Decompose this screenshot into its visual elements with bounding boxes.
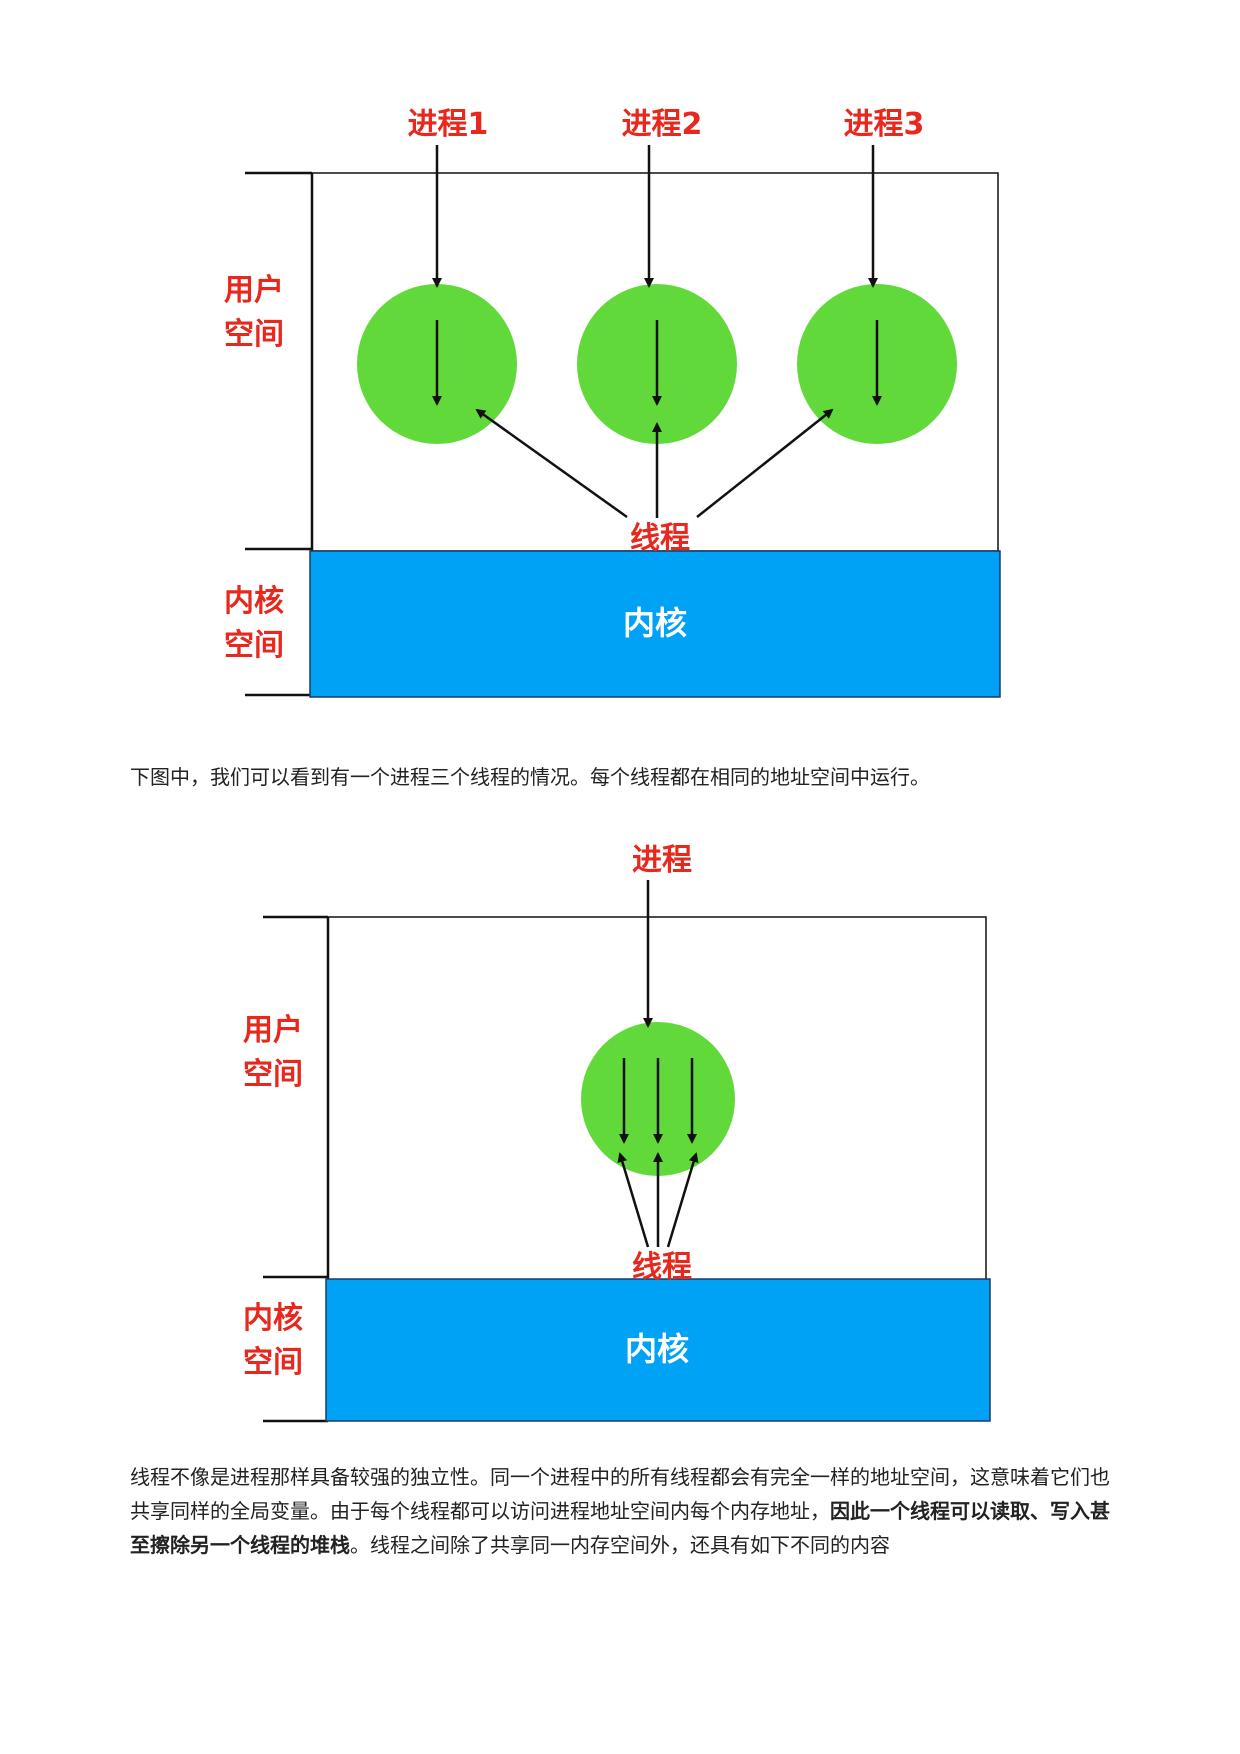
multi-process-diagram: 内核 用户 空间 内核 空间 进程1 进程2 进程3 线程: [0, 0, 1240, 720]
multi-process-diagram-svg: 内核 用户 空间 内核 空间 进程1 进程2 进程3 线程: [224, 107, 1001, 698]
process-label: 进程: [632, 843, 692, 878]
kernel-box: [325, 1278, 991, 1422]
thread-pointer-right: [696, 408, 834, 518]
kernel-box: [309, 550, 1001, 698]
kernel-space-label-line1: 内核: [224, 584, 284, 619]
paragraph-2-text-end: 。线程之间除了共享同一内存空间外，还具有如下不同的内容: [350, 1533, 890, 1557]
thread-pointer-right: [666, 1152, 699, 1248]
thread-label: 线程: [630, 521, 690, 556]
thread-label: 线程: [632, 1250, 692, 1285]
description-paragraph-2: 线程不像是进程那样具备较强的独立性。同一个进程中的所有线程都会有完全一样的地址空…: [130, 1460, 1115, 1562]
kernel-label: 内核: [623, 604, 687, 642]
process-1-label: 进程1: [408, 107, 489, 142]
paragraph-2-text-start: 线程不像是进程那样具备较强的独立性。同一个进程中的所有线程都会有完全一样的地址空…: [130, 1465, 1110, 1523]
multi-thread-diagram-svg: 内核 用户 空间 内核 空间 进程 线程: [243, 843, 991, 1423]
thread-pointer-left: [475, 408, 628, 519]
process-2-label: 进程2: [622, 107, 703, 142]
user-space-label-line1: 用户: [224, 273, 284, 308]
multi-thread-diagram: 内核 用户 空间 内核 空间 进程 线程: [0, 820, 1240, 1440]
description-paragraph-1: 下图中，我们可以看到有一个进程三个线程的情况。每个线程都在相同的地址空间中运行。: [130, 765, 930, 789]
thread-pointer-left: [617, 1152, 650, 1248]
kernel-space-label-line2: 空间: [243, 1345, 303, 1380]
user-space-label-line2: 空间: [243, 1057, 303, 1092]
user-space-label-line2: 空间: [224, 317, 284, 352]
kernel-space-label-line1: 内核: [243, 1301, 303, 1336]
paragraph-2-bold-text: 因此一个线程可以读取、写入甚至擦除另一个线程的堆栈: [130, 1499, 1110, 1557]
kernel-label: 内核: [625, 1330, 689, 1368]
user-space-label-line1: 用户: [243, 1013, 303, 1048]
process-3-label: 进程3: [844, 107, 925, 142]
kernel-space-label-line2: 空间: [224, 628, 284, 663]
